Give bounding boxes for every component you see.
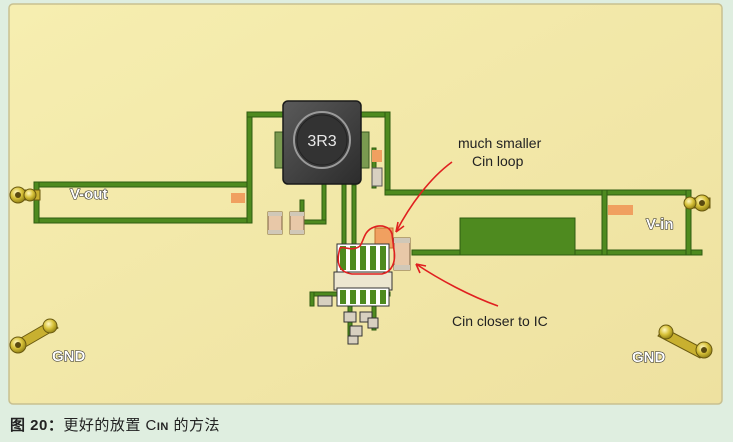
- feedback-part-6: [347, 335, 359, 345]
- pcb-layout-diagram: 3R3: [8, 3, 723, 405]
- caption-text-after: 的方法: [168, 417, 221, 434]
- ic-lower-pin-5: [380, 290, 386, 304]
- inductor-marking: 3R3: [307, 133, 336, 150]
- vin-trace-right: [685, 189, 692, 256]
- resistor-pad-top: [372, 150, 382, 162]
- components: [231, 150, 633, 271]
- vin-copper-pour: [459, 217, 576, 256]
- inductor-ring-inner: [296, 114, 348, 166]
- annotations: [337, 161, 499, 307]
- cin-close-arrowhead: [415, 263, 427, 274]
- trace-center-a: [321, 181, 327, 225]
- annotation-loop-line2: Cin loop: [472, 153, 524, 169]
- output-capacitor-2-cap-b: [290, 230, 304, 234]
- vin-trace-inner: [601, 189, 608, 256]
- cin-loop-arrowhead: [395, 221, 405, 233]
- figure-caption: 图 20：更好的放置 CIN 的方法: [10, 414, 220, 435]
- input-capacitor-end-top: [394, 238, 410, 243]
- cin-close-arrow: [415, 263, 499, 307]
- ic-pin-2: [350, 246, 356, 270]
- copper-traces: [33, 111, 703, 345]
- small-capacitor-top: [371, 167, 383, 187]
- inductor: 3R3: [274, 100, 370, 185]
- input-capacitor-end-bottom: [394, 265, 410, 270]
- ic-lower-pin-1: [340, 290, 346, 304]
- resistor-pad-vin: [608, 205, 633, 215]
- terminal-vin: [683, 194, 711, 212]
- vin-trace-top: [384, 189, 692, 196]
- gnd-label-left: GND: [52, 348, 86, 365]
- output-capacitor-2-cap: [290, 212, 304, 216]
- output-capacitor-1-cap-b: [268, 230, 282, 234]
- caption-subscript: IN: [156, 421, 169, 433]
- inductor-trace-right: [384, 111, 391, 195]
- terminal-gnd-right: [657, 324, 713, 359]
- trace-center-d: [341, 181, 347, 248]
- feedback-part-3: [359, 311, 373, 323]
- trace-center-e: [351, 184, 357, 248]
- annotation-loop-line1: much smaller: [458, 135, 542, 151]
- cin-loop-arrow: [395, 161, 453, 233]
- ic-pin-4: [370, 246, 376, 270]
- ic-lower-pin-4: [370, 290, 376, 304]
- vout-label: V-out: [70, 186, 108, 203]
- ic-pin-3: [360, 246, 366, 270]
- inductor-trace-top-left: [246, 111, 288, 118]
- output-capacitor-1-cap: [268, 212, 282, 216]
- terminal-gnd-left: [9, 318, 59, 354]
- ic-bottom-trace-4: [309, 291, 315, 307]
- ic-pin-5: [380, 246, 386, 270]
- vout-trace-top: [33, 181, 253, 188]
- pcb-board: [8, 3, 723, 405]
- vout-trace-right: [246, 111, 253, 224]
- gnd-label-right: GND: [632, 349, 666, 366]
- annotation-cin-closer: Cin closer to IC: [452, 313, 548, 329]
- vout-trace-bottom: [33, 217, 253, 224]
- vout-trace-left: [33, 181, 40, 224]
- ic-lower-pin-3: [360, 290, 366, 304]
- cin-loop-outline: [337, 225, 396, 275]
- ic-pin-1: [340, 246, 346, 270]
- feedback-part-2: [343, 311, 357, 323]
- feedback-part-5: [367, 317, 379, 329]
- resistor-pad-vout: [231, 193, 245, 203]
- feedback-part-4: [349, 325, 363, 337]
- caption-text-before: 更好的放置 C: [63, 417, 157, 434]
- terminal-vout: [9, 186, 41, 204]
- feedback-part-1: [317, 295, 333, 307]
- ic-lower-pin-2: [350, 290, 356, 304]
- vin-label: V-in: [646, 216, 674, 233]
- caption-figure-number: 图 20：: [10, 417, 64, 434]
